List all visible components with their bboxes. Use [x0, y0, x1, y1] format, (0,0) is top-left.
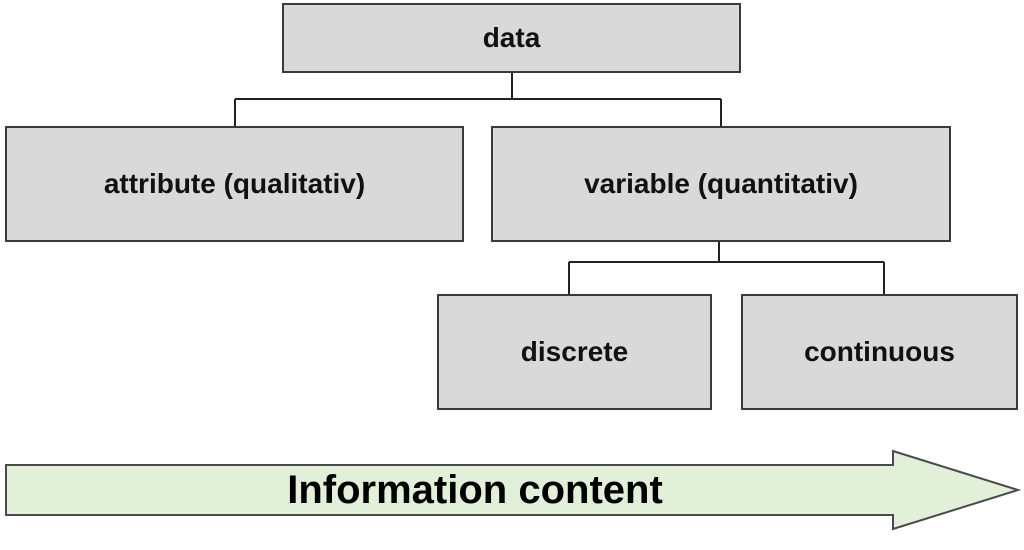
node-discrete: discrete	[437, 294, 712, 410]
node-continuous: continuous	[741, 294, 1018, 410]
node-data: data	[282, 3, 741, 73]
edge-data-to-attribute-and-variable	[234, 73, 722, 126]
node-attribute-qualitativ: attribute (qualitativ)	[5, 126, 464, 242]
arrow-label: Information content	[287, 467, 663, 512]
node-variable-quantitativ: variable (quantitativ)	[491, 126, 951, 242]
arrow-shape	[5, 449, 1022, 531]
edge-variable-to-discrete-and-continuous	[568, 242, 885, 294]
